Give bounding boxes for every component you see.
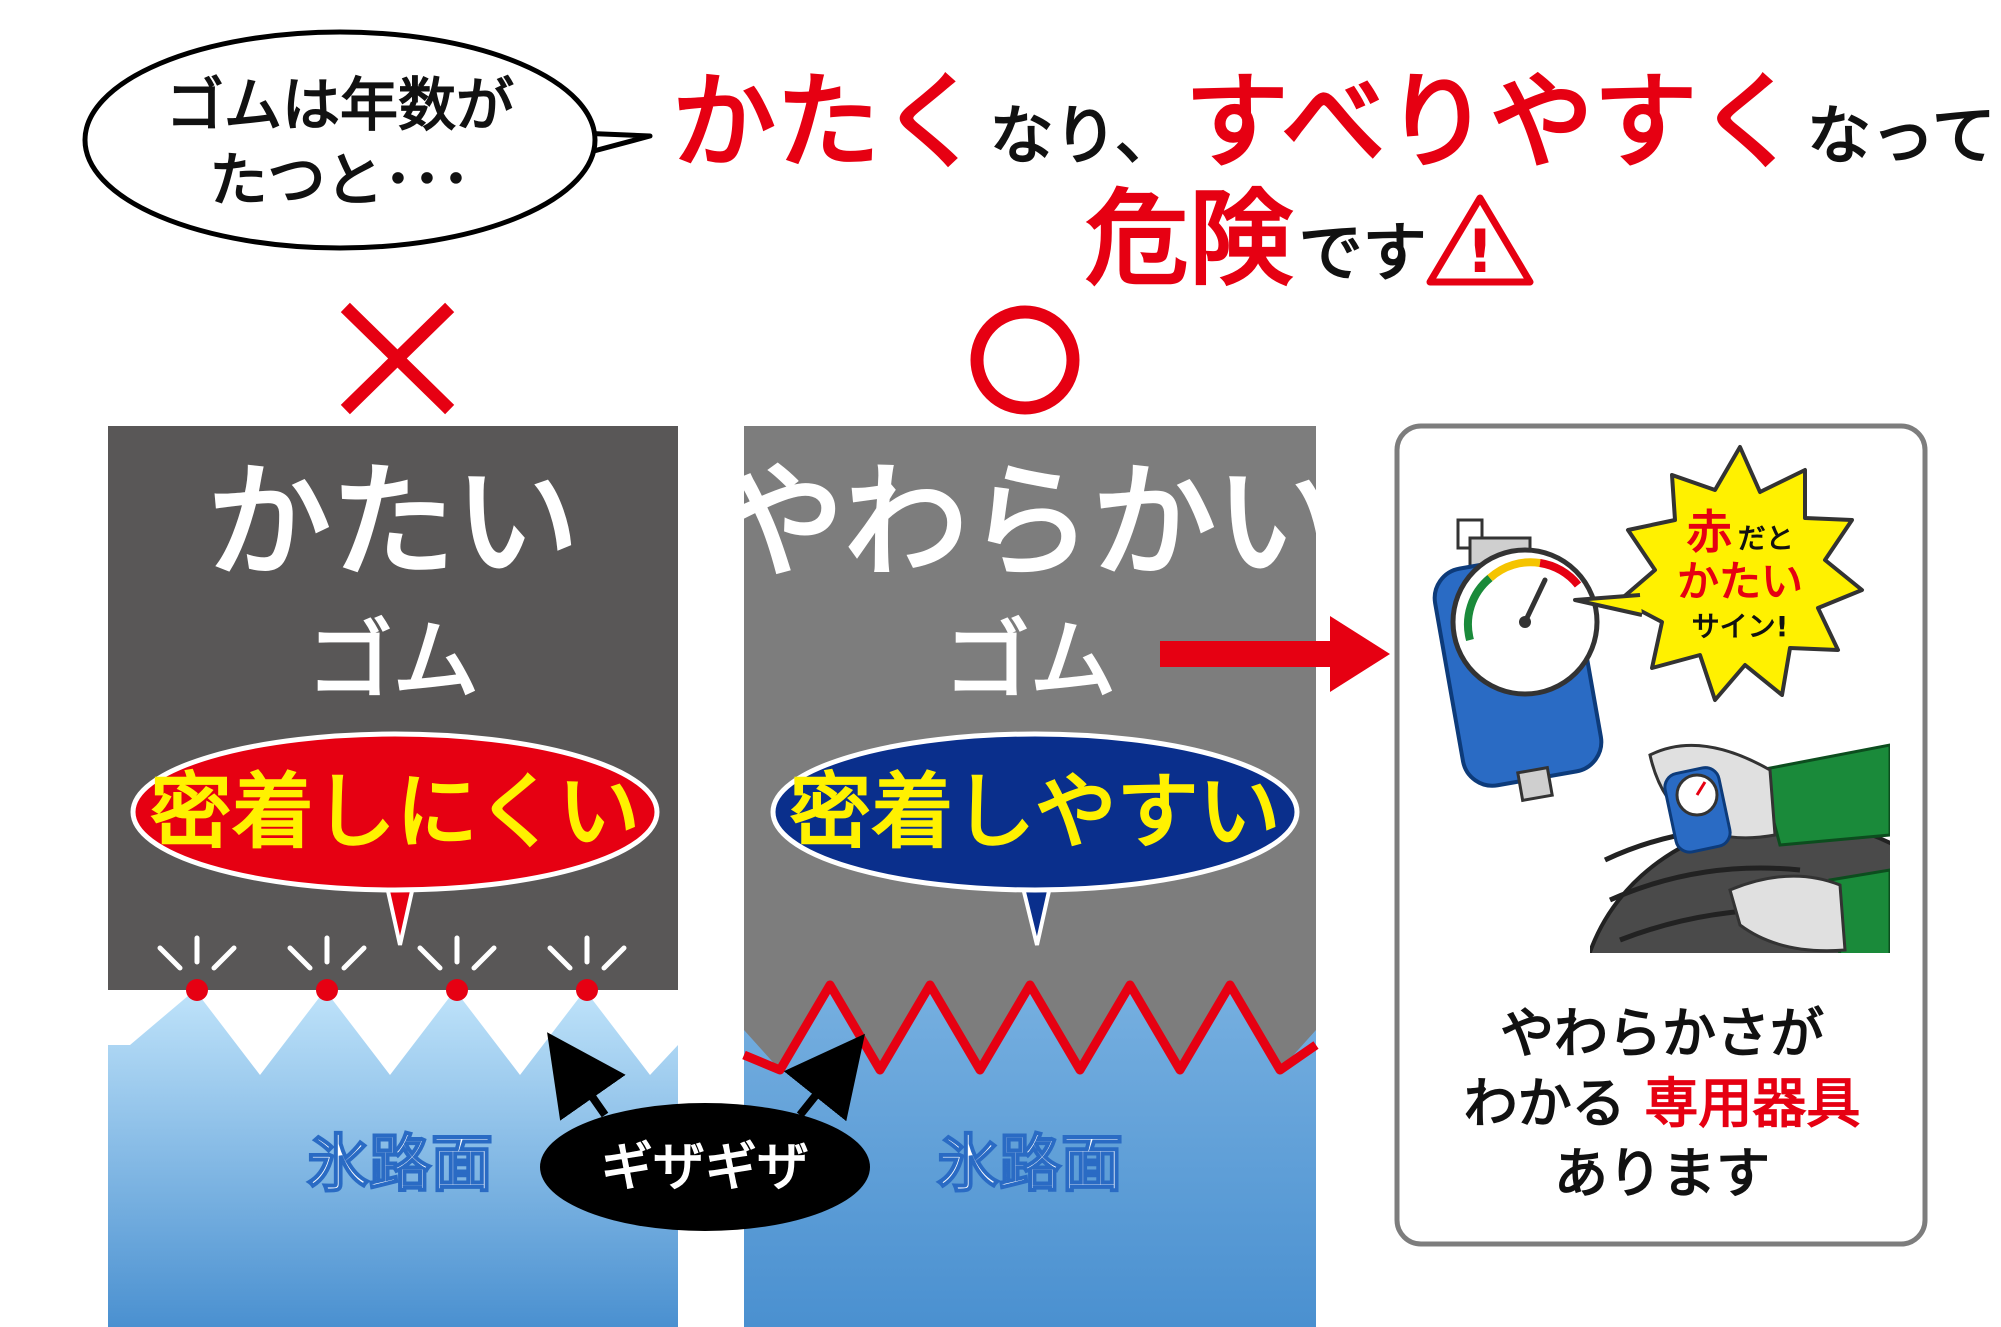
red-arrow-icon (1160, 616, 1390, 692)
contact-line (742, 980, 1319, 1075)
jagged-label-text: ギザギザ (601, 1138, 809, 1198)
contact-point (417, 935, 497, 1001)
tool-caption-red: 専用器具 (1644, 1072, 1860, 1135)
tool-caption-line2: わかる 専用器具 (1464, 1072, 1861, 1135)
burst-red-word: 赤 (1686, 505, 1732, 559)
hard-panel-subtitle: ゴム (307, 611, 479, 711)
burst-line3: サイン! (1692, 610, 1789, 643)
jagged-arrow-left (547, 1032, 626, 1121)
speech-bubble: ゴムは年数が たつと･･･ (82, 29, 653, 251)
headline-line1: かたく なり、 すべりやすく なって (672, 61, 1996, 183)
tool-caption-line1: やわらかさが (1500, 1002, 1824, 1065)
starburst-badge: 赤 だと かたい サイン! (1573, 445, 1864, 702)
tire-measurement-illustration (1590, 743, 1890, 953)
tool-caption-prefix: わかる (1464, 1072, 1626, 1135)
headline-seg-katakunari: かたく (672, 61, 984, 183)
headline: かたく なり、 すべりやすく なって 危険 です ! (672, 61, 1996, 300)
contact-point (157, 935, 237, 1001)
tool-caption-line3: あります (1554, 1142, 1770, 1205)
hard-callout (130, 731, 660, 893)
tool-panel: 赤 だと かたい サイン! (1394, 423, 1928, 1247)
bad-mark-icon (340, 302, 455, 415)
contact-points (157, 935, 627, 1001)
hardness-gauge-icon (1432, 518, 1604, 803)
hard-callout-text: 密着しにくい (150, 765, 640, 860)
soft-panel-title: やわらかい (720, 451, 1340, 595)
soft-panel-subtitle: ゴム (944, 611, 1116, 711)
speech-bubble-line2: たつと･･･ (209, 146, 470, 214)
jagged-label-oval (540, 1103, 870, 1231)
warning-triangle-icon: ! (1426, 194, 1534, 287)
speech-bubble-line1: ゴムは年数が (166, 71, 514, 139)
jagged-arrow-right (783, 1033, 865, 1122)
warning-mark: ! (1466, 217, 1493, 287)
jagged-label: ギザギザ (540, 1032, 870, 1231)
hard-surface-label: 氷路面 (307, 1127, 493, 1200)
burst-line2: かたい (1677, 557, 1803, 606)
headline-line2: 危険 です (1085, 178, 1427, 300)
headline-seg-natte: なって (1807, 100, 1996, 174)
headline-seg-nari: なり、 (990, 100, 1179, 174)
soft-surface-label: 氷路面 (937, 1127, 1123, 1200)
soft-callout (770, 731, 1300, 893)
hard-panel-title: かたい (207, 451, 579, 595)
headline-seg-desu: です (1299, 217, 1427, 291)
contact-point (547, 935, 627, 1001)
headline-seg-suberiyasuku: すべりやすく (1185, 61, 1802, 183)
burst-line1: 赤 だと (1686, 505, 1794, 559)
burst-small-word: だと (1738, 522, 1794, 555)
headline-seg-kiken: 危険 (1085, 178, 1294, 300)
contact-point (287, 935, 367, 1001)
soft-callout-text: 密着しやすい (789, 765, 1280, 860)
good-mark-icon (970, 305, 1080, 415)
